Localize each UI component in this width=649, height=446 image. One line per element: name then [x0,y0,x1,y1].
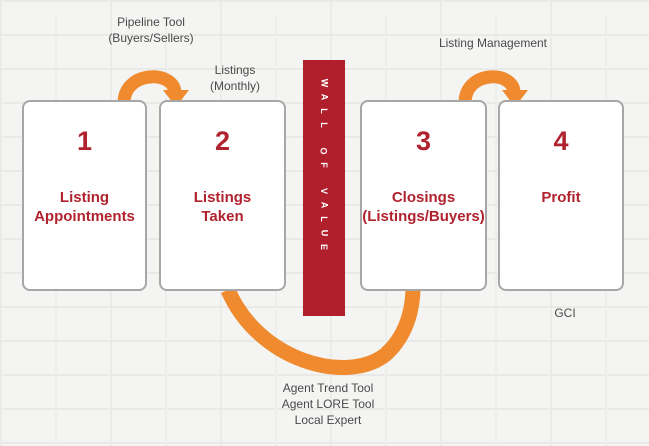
wall-letter: V [318,187,329,195]
card-number: 4 [553,126,569,156]
arrow-2-to-3 [221,286,421,375]
label-listing-management: Listing Management [438,36,548,50]
label-gci: GCI [554,306,576,320]
card-number: 3 [415,126,432,156]
label-listings-monthly: Listings (Monthly) [209,63,260,93]
label-bottom-tools: Agent Trend Tool Agent LORE Tool Local E… [281,381,375,427]
arrow-3-to-4 [458,70,521,104]
wall-letter: A [319,201,329,209]
label-pipeline-tool: Pipeline Tool (Buyers/Sellers) [108,15,194,45]
card-title: Listing Appointments [34,189,135,225]
card-profit: 4 Profit [498,100,624,291]
wall-letter: L [319,216,329,222]
arrow-1-to-2 [117,70,182,104]
card-title: Closings (Listings/Buyers) [362,189,485,225]
card-title: Listings Taken [193,189,252,225]
arrow-3-to-4-head [502,90,528,107]
card-number: 2 [214,126,231,156]
card-closings: 3 Closings (Listings/Buyers) [360,100,487,291]
arrow-1-to-2-head [163,90,189,107]
card-listing-appointments: 1 Listing Appointments [22,100,147,291]
card-listings-taken: 2 Listings Taken [159,100,286,291]
wall-letter: W [319,78,329,88]
wall-letter: E [318,243,329,251]
card-title: Profit [541,189,581,206]
wall-letter: U [319,229,329,237]
wall-letter: L [319,122,329,128]
wall-letter: O [318,147,329,155]
wall-letter: F [319,162,329,168]
wall-letter: A [319,93,329,101]
wall-letter: L [319,108,329,114]
card-number: 1 [76,126,93,156]
